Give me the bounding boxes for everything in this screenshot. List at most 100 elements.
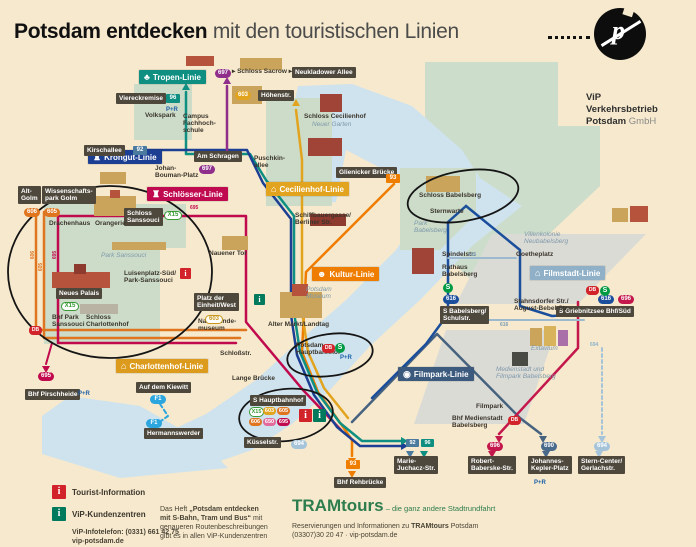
bld-ship-schiffbauergasse (310, 214, 346, 226)
label-neuer-garten: Neuer Garten (312, 121, 352, 128)
route-695-pirschheide (45, 342, 53, 365)
line-badge-605: 605 (44, 208, 60, 217)
route-number-605: 605 (38, 262, 45, 272)
label-bhf-park-sanssouci: Bhf Park Sanssouci (52, 314, 85, 328)
banner-label: Schlösser-Linie (163, 189, 223, 199)
label-stahnsdorfer-str-august-bebel-str: Stahnsdorfer Str./ August-Bebel-Str. (514, 298, 569, 312)
stop-neues-palais: Neues Palais (56, 288, 103, 299)
banner-cecilienhof-linie: ⌂Cecilienhof-Linie (266, 182, 349, 196)
company-line3: Potsdam GmbH (586, 116, 657, 127)
stop-johannes-kepler-platz: Johannes- Kepler-Platz (528, 456, 572, 474)
banner-label: Charlottenhof-Linie (129, 361, 204, 371)
banner-filmstadt-linie: ⌂Filmstadt-Linie (530, 266, 606, 280)
bld-filmpark-tower2 (544, 326, 556, 346)
banner-label: Krongut-Linie (104, 152, 157, 162)
stop-s-babelsberg-schulstr: S Babelsberg/ Schulstr. (440, 306, 490, 324)
label-orangerie: Orangerie (95, 220, 126, 227)
db-icon: DB (29, 326, 42, 335)
bld-neues-palais (52, 272, 110, 288)
line-badge-x15: X15 (164, 211, 182, 220)
stop-schloss-sanssouci: Schloss Sanssouci (124, 208, 163, 226)
label-park-babelsberg: Park Babelsberg (414, 220, 447, 234)
manor-icon: ⌂ (271, 183, 277, 194)
banner-label: Filmpark-Linie (413, 369, 469, 379)
banner-kultur-linie: ☻Kultur-Linie (312, 267, 380, 281)
label-goetheplatz: Goetheplatz (516, 251, 554, 258)
banner-charlottenhof-linie: ⌂Charlottenhof-Linie (116, 359, 209, 373)
arrow-694-stop (595, 451, 603, 458)
label-schiffbauergasse-berliner-str: Schiffbauergasse/ Berliner Str. (295, 212, 351, 226)
stop-alt-golm: Alt- Golm (18, 186, 41, 204)
line-badge-603: 603 (263, 407, 276, 415)
stop-stern-center-gerlachstr: Stern-Center/ Gerlachstr. (578, 456, 626, 474)
kundenzentrum-icon: i (313, 409, 326, 422)
dotted-leader (548, 36, 590, 39)
label-johan-bouman-platz: Johan- Bouman-Platz (155, 165, 199, 179)
bld-nikolaikirche-dome (292, 284, 308, 296)
line-badge-96: 96 (421, 439, 434, 447)
arrow-96-north (182, 83, 190, 90)
label-volkspark: Volkspark (145, 112, 176, 119)
bld-neues-palais-dome (74, 264, 86, 274)
park-and-ride: P+R (340, 355, 352, 361)
page-title: Potsdam entdecken mit den touristischen … (14, 20, 459, 44)
line-badge-616: 616 (443, 295, 459, 304)
route-number-616: 616 (468, 252, 477, 258)
route-number-695: 695 (52, 250, 59, 260)
bld-schloss-sacrow (240, 58, 282, 70)
company-line1: ViP (586, 92, 602, 103)
castle-icon: ♜ (152, 188, 161, 199)
line-badge-x15: X15 (61, 302, 79, 311)
db-icon: DB (508, 416, 521, 425)
label-schlo-str: Schloßstr. (220, 350, 252, 357)
bld-orangerie (112, 242, 166, 250)
banner-filmpark-linie: ◉Filmpark-Linie (398, 367, 474, 381)
arrow-696-south (495, 436, 503, 443)
db-icon: DB (586, 286, 599, 295)
bld-filmpark-tower3 (558, 330, 568, 346)
tourist-info-icon: i (52, 485, 66, 499)
sbahn-icon: S (600, 286, 610, 296)
palm-icon: ♣ (144, 71, 150, 82)
park-sanssouci-area (44, 204, 186, 344)
sbahn-icon: S (335, 343, 345, 353)
line-badge-696: 696 (618, 295, 634, 304)
legend-kundenzentren: ViP-Kundenzentren (72, 510, 146, 519)
theater-masks-icon: ☻ (317, 268, 327, 279)
label-schloss-charlottenhof: Schloss Charlottenhof (86, 314, 129, 328)
villa-icon: ⌂ (121, 360, 127, 371)
legend-reservierung: Reservierungen und Informationen zu TRAM… (292, 523, 479, 539)
page-title-bold: Potsdam entdecken (14, 20, 208, 43)
highlight-hauptbahnhof (286, 332, 374, 378)
stop-robert-baberske-str: Robert- Baberske-Str. (468, 456, 516, 474)
label-schloss-babelsberg: Schloss Babelsberg (419, 192, 482, 199)
kundenzentrum-icon: i (254, 294, 265, 305)
line-badge-603: 603 (205, 315, 223, 324)
line-badge-605: 605 (277, 407, 290, 415)
line-badge-695: 695 (38, 372, 54, 381)
vip-logo-icon: p (594, 8, 646, 60)
park-and-ride: P+R (534, 480, 546, 486)
park-and-ride: P+R (78, 391, 90, 397)
stop-s-hauptbahnhof: S Hauptbahnhof (250, 395, 307, 406)
legend-heft: Das Heft „Potsdam entdecken mit S-Bahn, … (160, 506, 268, 540)
route-number-695: 695 (190, 205, 199, 211)
page-title-rest: mit den touristischen Linien (207, 20, 459, 43)
label-luisenplatz-s-d-park-sanssouci: Luisenplatz-Süd/ Park-Sanssouci (124, 270, 176, 284)
arrow-697-north (223, 77, 231, 84)
banner-label: Filmstadt-Linie (543, 268, 601, 278)
line-badge-697: 697 (199, 165, 215, 174)
banner-label: Cecilienhof-Linie (279, 184, 344, 194)
arrow-695-south (42, 366, 50, 373)
label-schloss-sacrow: ▸ Schloss Sacrow ▸ (232, 68, 292, 75)
line-badge-697: 697 (215, 69, 231, 78)
stop-auf-dem-kiewitt: Auf dem Kiewitt (136, 382, 192, 393)
route-690-filmpark (350, 332, 543, 436)
bld-nikolaikirche (280, 292, 322, 318)
label-villenkolonie-neubabelsberg: Villenkolonie Neubabelsberg (524, 231, 569, 245)
line-badge-x15: X15 (249, 407, 264, 417)
neuer-garten-area (266, 98, 332, 206)
db-icon: DB (322, 344, 335, 353)
line-badge-616: 616 (598, 295, 614, 304)
